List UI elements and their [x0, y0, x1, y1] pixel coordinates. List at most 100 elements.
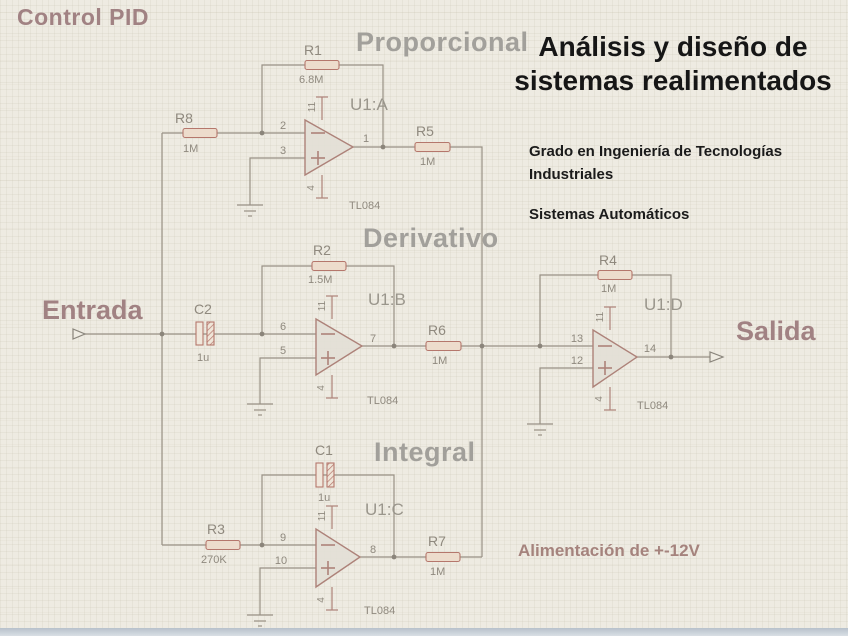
ground-icon — [527, 423, 553, 436]
junction-dot — [479, 343, 485, 349]
pin-vcc-label: 11 — [317, 300, 328, 311]
pin-vcc-label: 11 — [317, 510, 328, 521]
power-pins — [604, 306, 616, 411]
junction-dot — [668, 354, 674, 360]
pin-noninv-label: 3 — [280, 145, 286, 157]
r5-value-label: 1M — [420, 156, 435, 168]
opamp-input-signs — [321, 544, 335, 575]
opamp-u1c: 11 4 9 10 8 U1:C TL084 — [275, 500, 404, 617]
c1-ref-label: C1 — [315, 442, 333, 458]
ground-icon — [247, 403, 273, 416]
subject-name: Sistemas Automáticos — [529, 206, 690, 223]
ground-icon — [237, 204, 263, 217]
section-label-derivativo: Derivativo — [363, 223, 499, 253]
output-port-icon — [709, 351, 725, 363]
junction-dot — [391, 343, 397, 349]
opamp-triangle — [592, 328, 639, 389]
opamp-u1d: 11 4 13 12 14 U1:D TL084 — [571, 295, 683, 412]
r3-ref-label: R3 — [207, 521, 225, 537]
pin-vcc-label: 11 — [307, 101, 318, 112]
junction-dot — [391, 554, 397, 560]
r8-value-label: 1M — [183, 143, 198, 155]
wire-c-noninv-ground — [259, 567, 316, 615]
section-label-integral: Integral — [374, 437, 476, 467]
r2-value-label: 1.5M — [308, 274, 332, 286]
section-label-proporcional: Proporcional — [356, 27, 529, 57]
junction-dot — [259, 542, 265, 548]
pin-noninv-label: 10 — [275, 555, 287, 567]
wire-d-noninv-ground — [539, 367, 593, 424]
opamp-part: TL084 — [367, 395, 398, 407]
capacitor-c1 — [315, 462, 335, 488]
opamp-input-signs — [321, 333, 335, 365]
supply-note: Alimentación de +-12V — [518, 541, 700, 560]
junction-dot — [259, 331, 265, 337]
pin-inv-label: 6 — [280, 321, 286, 333]
pin-inv-label: 13 — [571, 333, 583, 345]
wire-a-noninv-ground — [249, 157, 305, 205]
opamp-part: TL084 — [349, 200, 380, 212]
capacitor-c2 — [195, 321, 215, 346]
resistor-r3 — [205, 539, 241, 551]
pin-out-label: 7 — [370, 333, 376, 345]
r7-value-label: 1M — [430, 566, 445, 578]
input-port-label: Entrada — [42, 295, 143, 325]
pin-vcc-label: 11 — [595, 311, 606, 322]
r1-value-label: 6.8M — [299, 74, 323, 86]
junction-dot — [380, 144, 386, 150]
resistor-r1 — [304, 59, 340, 71]
r7-ref-label: R7 — [428, 533, 446, 549]
ground-icons — [237, 204, 553, 627]
course-name-line1: Grado en Ingeniería de Tecnologías — [529, 143, 783, 160]
r2-ref-label: R2 — [313, 242, 331, 258]
opamp-part: TL084 — [637, 400, 668, 412]
input-port-icon — [72, 328, 87, 340]
slide-title: Análisis y diseño de sistemas realimenta… — [500, 30, 846, 99]
opamp-triangle — [315, 317, 364, 377]
opamp-ref: U1:B — [368, 290, 406, 309]
wire-b-noninv-ground — [259, 357, 316, 404]
page-title: Control PID — [17, 4, 149, 30]
opamp-u1b: 11 4 6 5 7 U1:B TL084 — [280, 290, 406, 407]
resistor-r6 — [425, 340, 462, 352]
r6-ref-label: R6 — [428, 322, 446, 338]
opamp-triangle — [315, 527, 362, 589]
r4-ref-label: R4 — [599, 252, 617, 268]
r1-ref-label: R1 — [304, 42, 322, 58]
r5-ref-label: R5 — [416, 123, 434, 139]
pin-vee-label: 4 — [594, 396, 605, 402]
junction-dots — [159, 130, 674, 560]
opamp-ref: U1:C — [365, 500, 404, 519]
r8-ref-label: R8 — [175, 110, 193, 126]
pin-out-label: 8 — [370, 544, 376, 556]
opamp-ref: U1:A — [350, 95, 388, 114]
pin-inv-label: 9 — [280, 532, 286, 544]
resistor-r7 — [425, 551, 461, 563]
pin-inv-label: 2 — [280, 120, 286, 132]
pin-vee-label: 4 — [306, 185, 317, 191]
r4-value-label: 1M — [601, 283, 616, 295]
output-port-label: Salida — [736, 316, 816, 346]
resistor-r2 — [311, 260, 347, 272]
opamp-ref: U1:D — [644, 295, 683, 314]
footer-strip — [0, 628, 848, 636]
resistor-r4 — [597, 269, 633, 281]
power-pins — [326, 295, 338, 399]
capacitors — [195, 321, 335, 488]
c2-ref-label: C2 — [194, 301, 212, 317]
ground-icon — [247, 614, 273, 627]
resistors — [182, 59, 633, 563]
c2-value-label: 1u — [197, 352, 209, 364]
resistor-r5 — [414, 141, 451, 153]
pin-out-label: 1 — [363, 133, 369, 145]
opamp-input-signs — [311, 132, 325, 165]
wire-a-output — [353, 146, 483, 557]
power-pins — [326, 505, 338, 611]
c1-value-label: 1u — [318, 492, 330, 504]
pin-out-label: 14 — [644, 343, 656, 355]
pin-vee-label: 4 — [316, 597, 327, 603]
pin-noninv-label: 12 — [571, 355, 583, 367]
opamp-triangle — [304, 118, 355, 177]
junction-dot — [537, 343, 543, 349]
